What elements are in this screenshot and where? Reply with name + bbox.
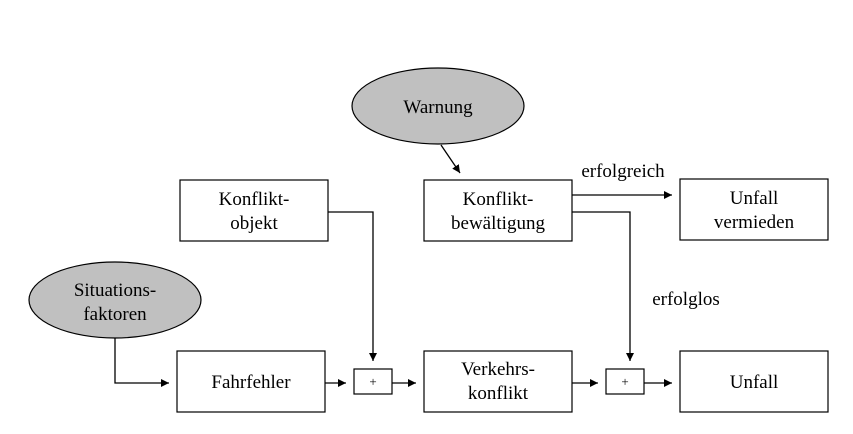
- plus2-label: +: [621, 374, 628, 389]
- unfall-vermieden-box: [679, 178, 829, 241]
- konfliktbewaeltigung-box: [423, 179, 573, 242]
- verkehrskonflikt-label-line2: konflikt: [468, 383, 529, 404]
- unfall-label: Unfall: [730, 372, 779, 393]
- verkehrskonflikt-label-line1: Verkehrs-: [461, 359, 535, 380]
- edge-situationsfaktoren-to-fahrfehler: [114, 338, 169, 387]
- unfall-vermieden-label-line1: Unfall: [730, 188, 779, 209]
- edge-konfliktbewaeltigung-to-plus2: [572, 211, 634, 361]
- warnung-label: Warnung: [403, 97, 473, 118]
- fahrfehler-box: [176, 350, 326, 413]
- situationsfaktoren-label-line2: faktoren: [83, 304, 147, 325]
- konfliktbewaeltigung-label-line2: bewältigung: [451, 213, 545, 234]
- node-warnung: Warnung: [351, 67, 525, 145]
- konfliktobjekt-box: [179, 179, 329, 242]
- plus1-box: [353, 368, 393, 395]
- edge-warnung-to-konfliktbewaeltigung: [440, 144, 461, 174]
- edge-label-erfolgreich: erfolgreich: [581, 161, 665, 182]
- plus2-box: [605, 368, 645, 395]
- fahrfehler-label: Fahrfehler: [211, 372, 291, 393]
- konfliktobjekt-label-line1: Konflikt-: [219, 189, 290, 210]
- node-unfall-vermieden: Unfall vermieden: [679, 178, 829, 241]
- edge-label-erfolglos: erfolglos: [652, 289, 720, 310]
- node-unfall: Unfall: [679, 350, 829, 413]
- plus1-label: +: [369, 374, 376, 389]
- unfall-vermieden-label-line2: vermieden: [714, 212, 795, 233]
- situationsfaktoren-label-line1: Situations-: [74, 280, 156, 301]
- edge-konfliktobjekt-to-plus1: [328, 211, 377, 361]
- node-situationsfaktoren: Situations- faktoren: [28, 261, 202, 339]
- node-konfliktbewaeltigung: Konflikt- bewältigung: [423, 179, 573, 242]
- konfliktobjekt-label-line2: objekt: [230, 213, 278, 234]
- node-konfliktobjekt: Konflikt- objekt: [179, 179, 329, 242]
- warnung-ellipse: [351, 67, 525, 145]
- verkehrskonflikt-box: [423, 350, 573, 413]
- node-plus-junction-1: +: [353, 368, 393, 395]
- konfliktbewaeltigung-label-line1: Konflikt-: [463, 189, 534, 210]
- node-fahrfehler: Fahrfehler: [176, 350, 326, 413]
- unfall-box: [679, 350, 829, 413]
- node-verkehrskonflikt: Verkehrs- konflikt: [423, 350, 573, 413]
- node-plus-junction-2: +: [605, 368, 645, 395]
